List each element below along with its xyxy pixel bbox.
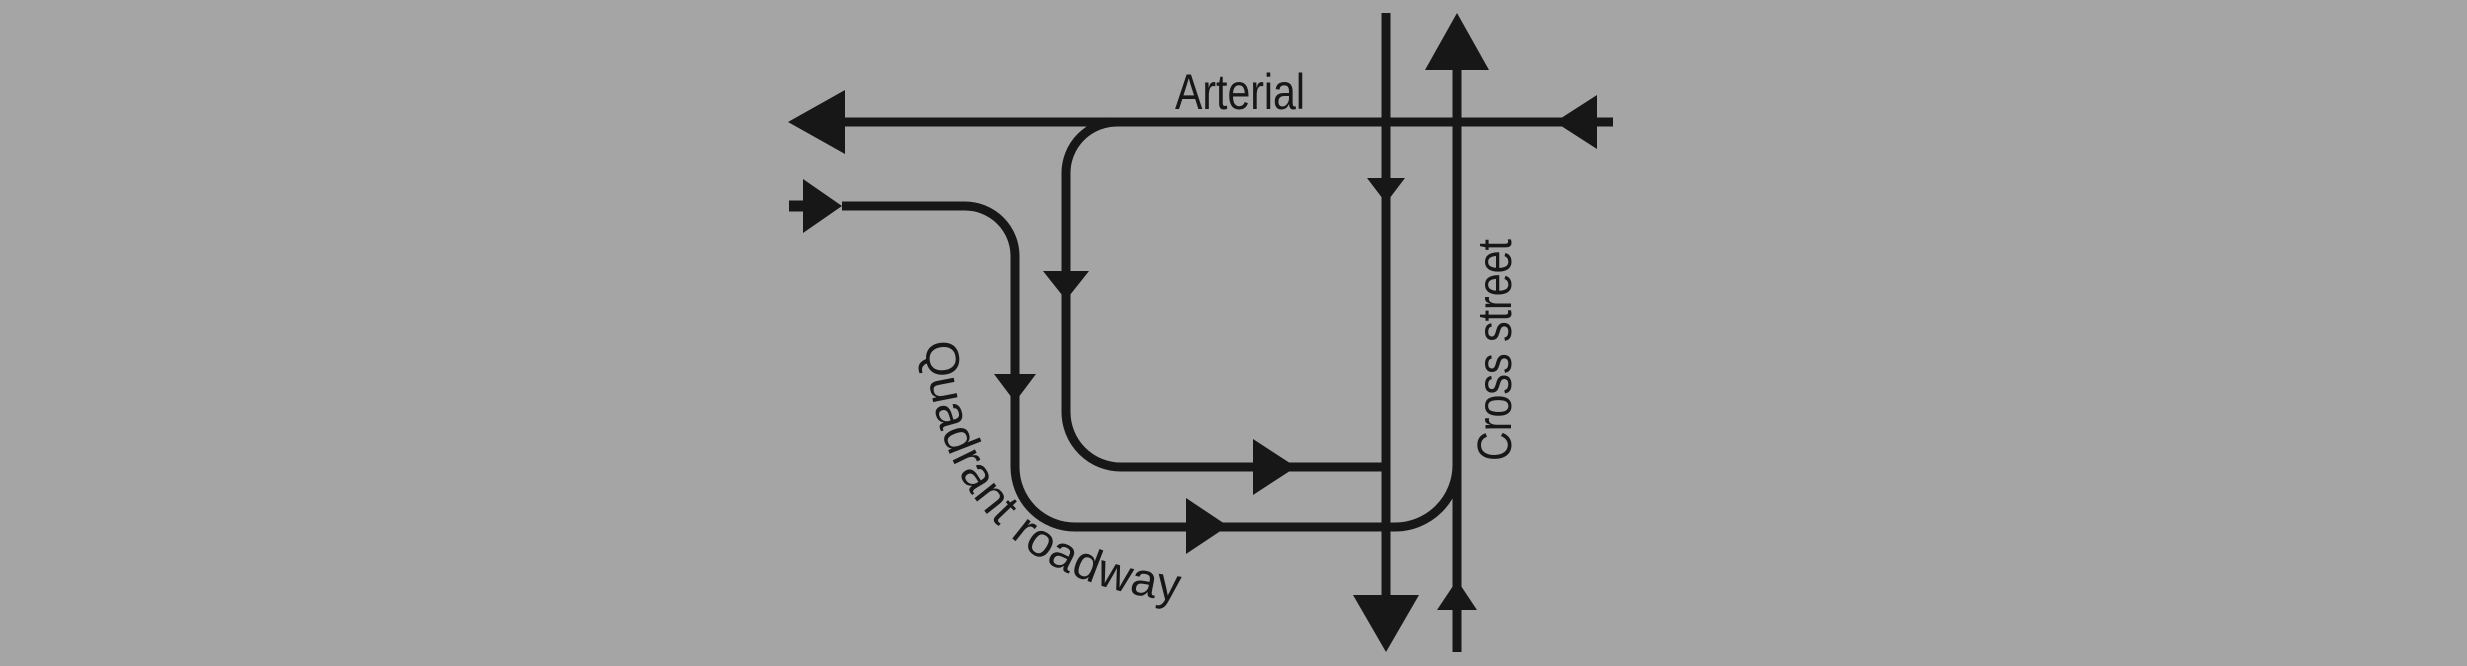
arterial-exit-arrow-icon: [788, 90, 845, 154]
cross-street-northbound-exit-arrow-icon: [1425, 13, 1489, 70]
cross-street-southbound-exit-arrow-icon: [1353, 595, 1419, 652]
road-lines: [789, 13, 1613, 652]
cross-street-southbound-flow-arrow-icon: [1367, 178, 1405, 203]
quadrant-path-a-down-arrow-icon: [1043, 271, 1089, 300]
quadrant-path-b-line: [842, 201, 1462, 532]
flow-arrows: [788, 13, 1597, 652]
quadrant-path-b-down-arrow-icon: [994, 374, 1036, 402]
cross-street-label: Cross street: [1469, 239, 1522, 461]
quadrant-path-b-right-arrow-icon: [1186, 498, 1228, 554]
cross-street-northbound-entry-arrow-icon: [1437, 580, 1477, 610]
arterial-label: Arterial: [1175, 64, 1305, 120]
quadrant-path-b-entry-arrow-icon: [803, 179, 842, 233]
quadrant-path-a-line: [1061, 117, 1390, 472]
quadrant-path-a-right-arrow-icon: [1253, 439, 1296, 495]
arterial-entry-arrow-icon: [1555, 95, 1597, 149]
